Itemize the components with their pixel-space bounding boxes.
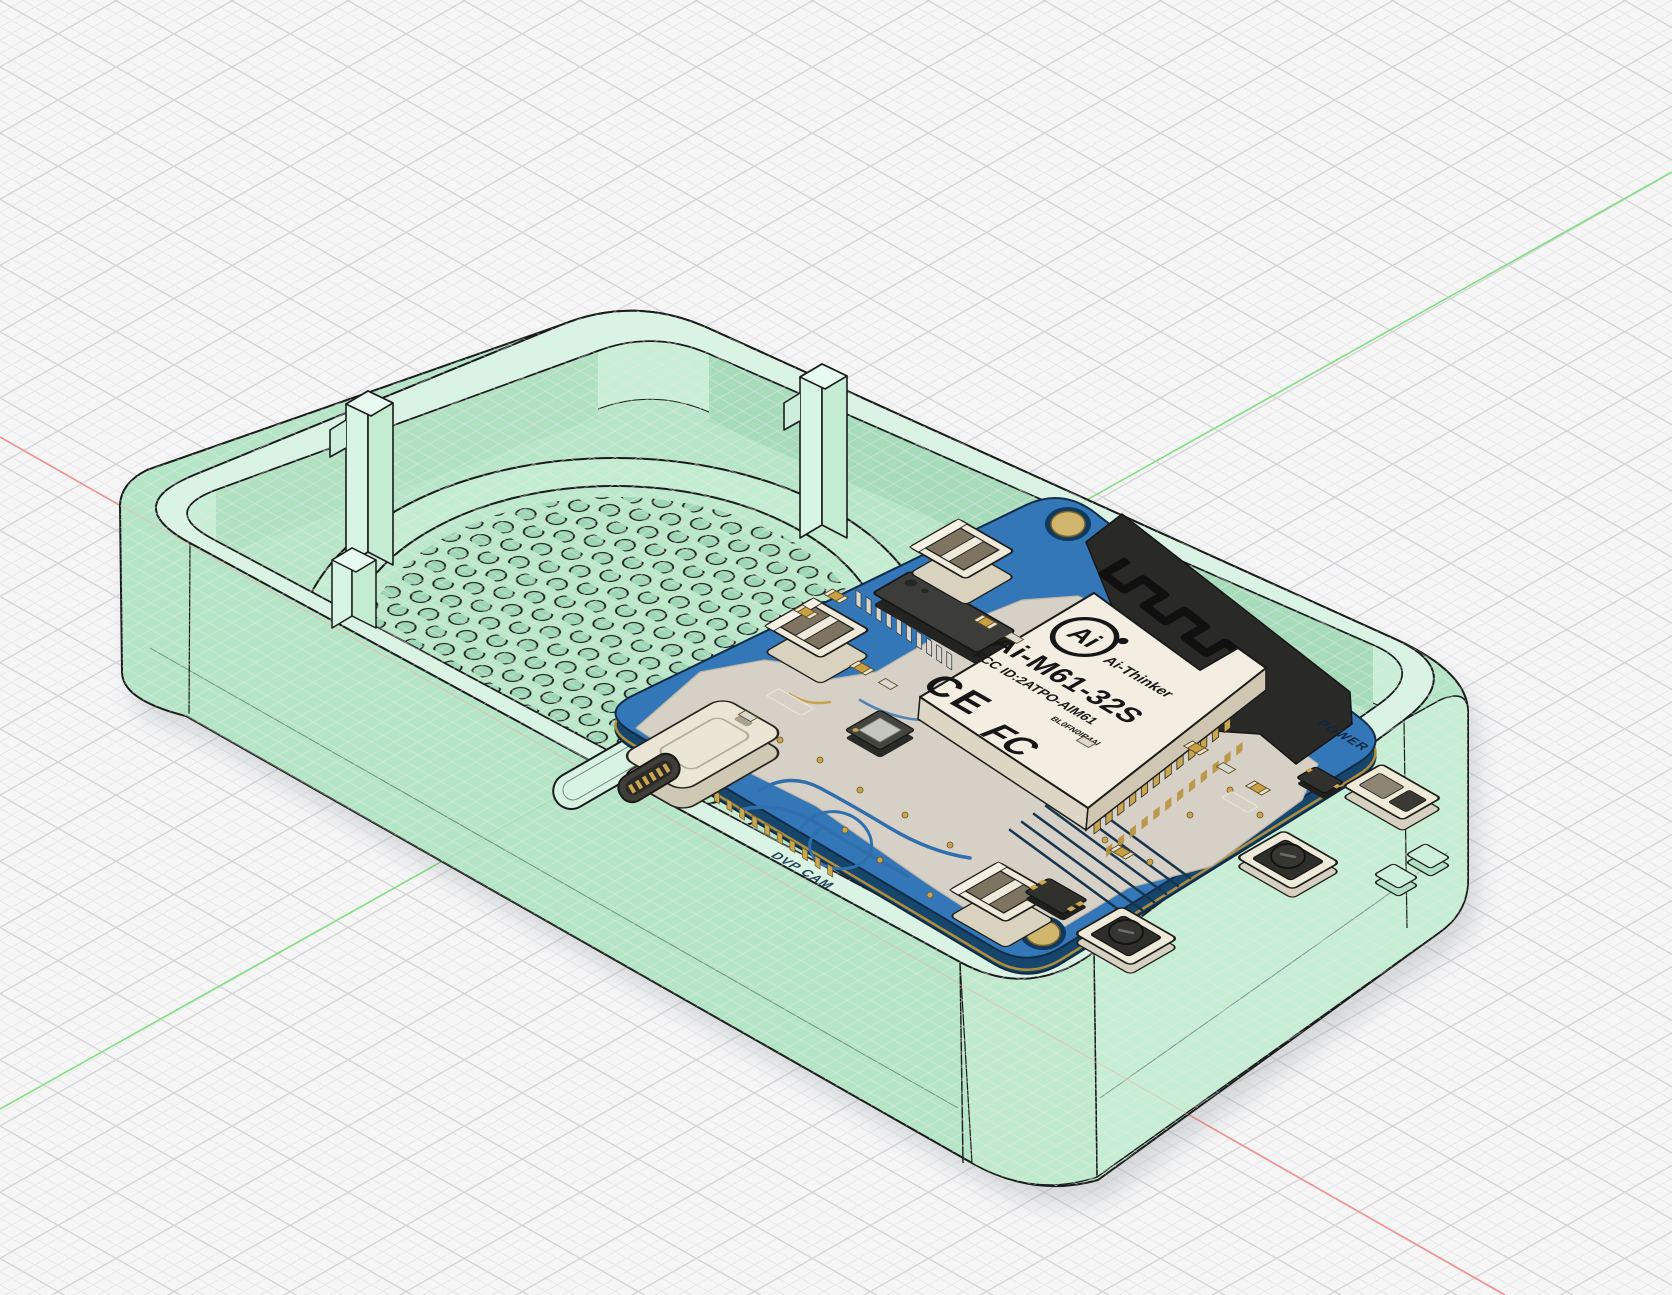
usb-c-opening: [617, 752, 681, 804]
jst-connector-1[interactable]: [742, 597, 892, 684]
switch-nub-2: [1374, 863, 1418, 897]
pcb-module-pads: [1106, 741, 1243, 857]
switch-nub-1: [1406, 843, 1450, 877]
ai-logo-dot: [1117, 637, 1129, 645]
power-switch[interactable]: [1334, 764, 1451, 831]
passive-components: [737, 588, 1272, 860]
mounting-hole-top: [1045, 507, 1091, 541]
module-top[interactable]: [919, 592, 1267, 809]
ai-logo-circle: [1049, 617, 1120, 657]
small-ic-2[interactable]: [1290, 766, 1349, 800]
antenna-meander: [1098, 557, 1252, 680]
usb-c-connector[interactable]: [603, 697, 803, 812]
small-ic-1[interactable]: [1017, 877, 1094, 921]
tactile-button-1[interactable]: [1229, 831, 1347, 899]
jst-connector-2[interactable]: [887, 518, 1037, 605]
snap-clip-left[interactable]: [329, 390, 394, 566]
wifi-module[interactable]: Ai Ai-Thinker Ai-M61-32S FCC ID:2ATPO-AI…: [898, 592, 1267, 857]
jst-connector-3[interactable]: [927, 861, 1077, 948]
snap-clip-inner[interactable]: [331, 547, 377, 629]
qfn-chip[interactable]: [838, 710, 922, 758]
soic-ic[interactable]: [855, 571, 1026, 671]
tactile-button-2[interactable]: [1067, 907, 1185, 975]
snap-clip-top[interactable]: [783, 363, 848, 539]
